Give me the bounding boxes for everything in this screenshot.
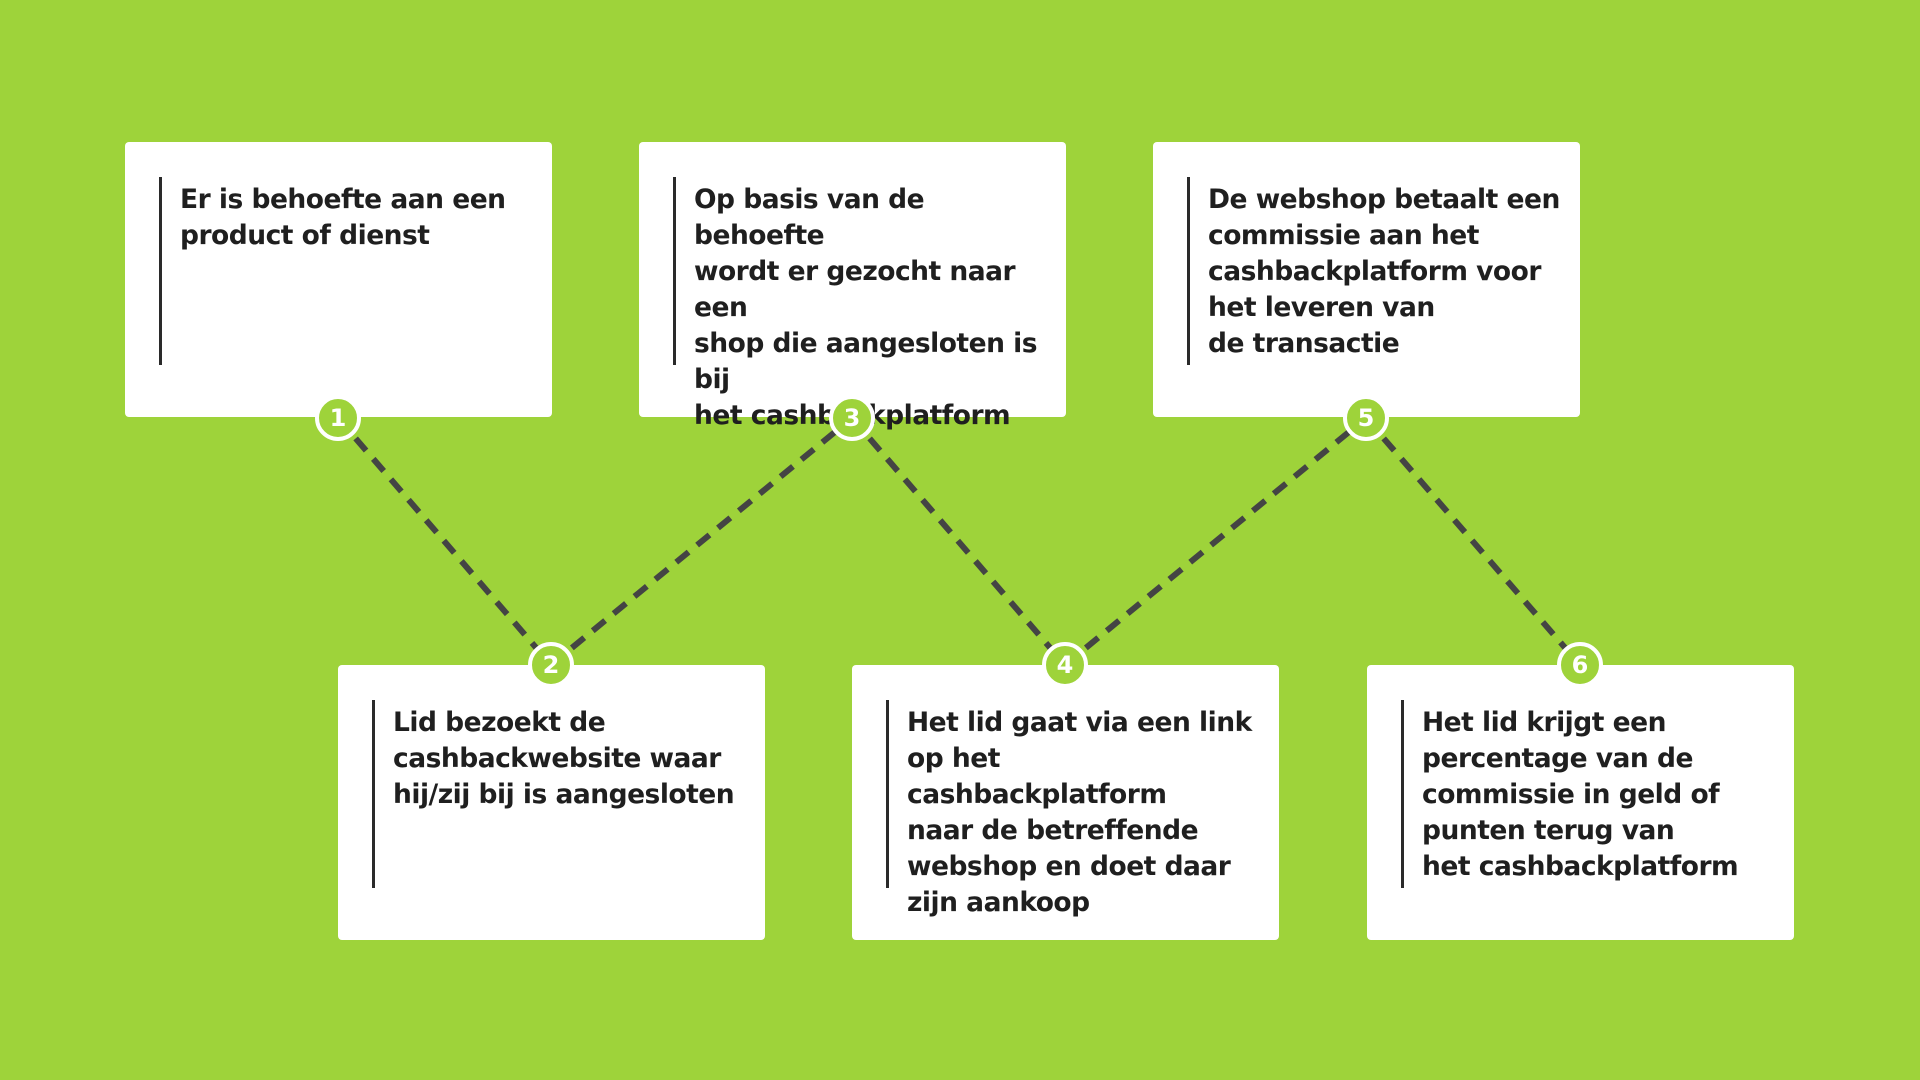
accent-bar <box>372 700 375 888</box>
accent-bar <box>1401 700 1404 888</box>
step-card-3: Op basis van de behoefte wordt er gezoch… <box>639 142 1066 431</box>
step-number-badge-4: 4 <box>1042 642 1088 688</box>
connector-2-3 <box>549 415 854 668</box>
step-number-badge-6: 6 <box>1557 642 1603 688</box>
accent-bar <box>673 177 676 365</box>
step-number: 2 <box>542 651 560 679</box>
step-number: 3 <box>843 404 861 432</box>
accent-bar <box>1187 177 1190 365</box>
connector-3-4 <box>849 416 1068 667</box>
step-number-badge-2: 2 <box>528 642 574 688</box>
step-number: 4 <box>1056 651 1074 679</box>
step-number-badge-1: 1 <box>315 395 361 441</box>
step-number-badge-3: 3 <box>829 395 875 441</box>
step-card-5: De webshop betaalt een commissie aan het… <box>1153 142 1580 417</box>
step-card-6: Het lid krijgt een percentage van de com… <box>1367 665 1794 940</box>
connector-5-6 <box>1363 416 1583 667</box>
step-5-text: De webshop betaalt een commissie aan het… <box>1208 184 1560 359</box>
step-2-text: Lid bezoekt de cashbackwebsite waar hij/… <box>393 707 735 810</box>
step-1-text: Er is behoefte aan een product of dienst <box>180 184 506 251</box>
step-card-1: Er is behoefte aan een product of dienst <box>125 142 552 417</box>
step-4-text: Het lid gaat via een link op het cashbac… <box>907 707 1252 918</box>
step-number-badge-5: 5 <box>1343 395 1389 441</box>
step-card-2: Lid bezoekt de cashbackwebsite waar hij/… <box>338 665 765 940</box>
accent-bar <box>159 177 162 365</box>
step-3-text: Op basis van de behoefte wordt er gezoch… <box>694 184 1038 431</box>
step-6-text: Het lid krijgt een percentage van de com… <box>1422 707 1739 882</box>
connector-4-5 <box>1063 415 1368 668</box>
connector-1-2 <box>335 416 554 667</box>
step-number: 6 <box>1571 651 1589 679</box>
step-number: 5 <box>1357 404 1375 432</box>
step-card-4: Het lid gaat via een link op het cashbac… <box>852 665 1279 940</box>
step-number: 1 <box>329 404 347 432</box>
accent-bar <box>886 700 889 888</box>
